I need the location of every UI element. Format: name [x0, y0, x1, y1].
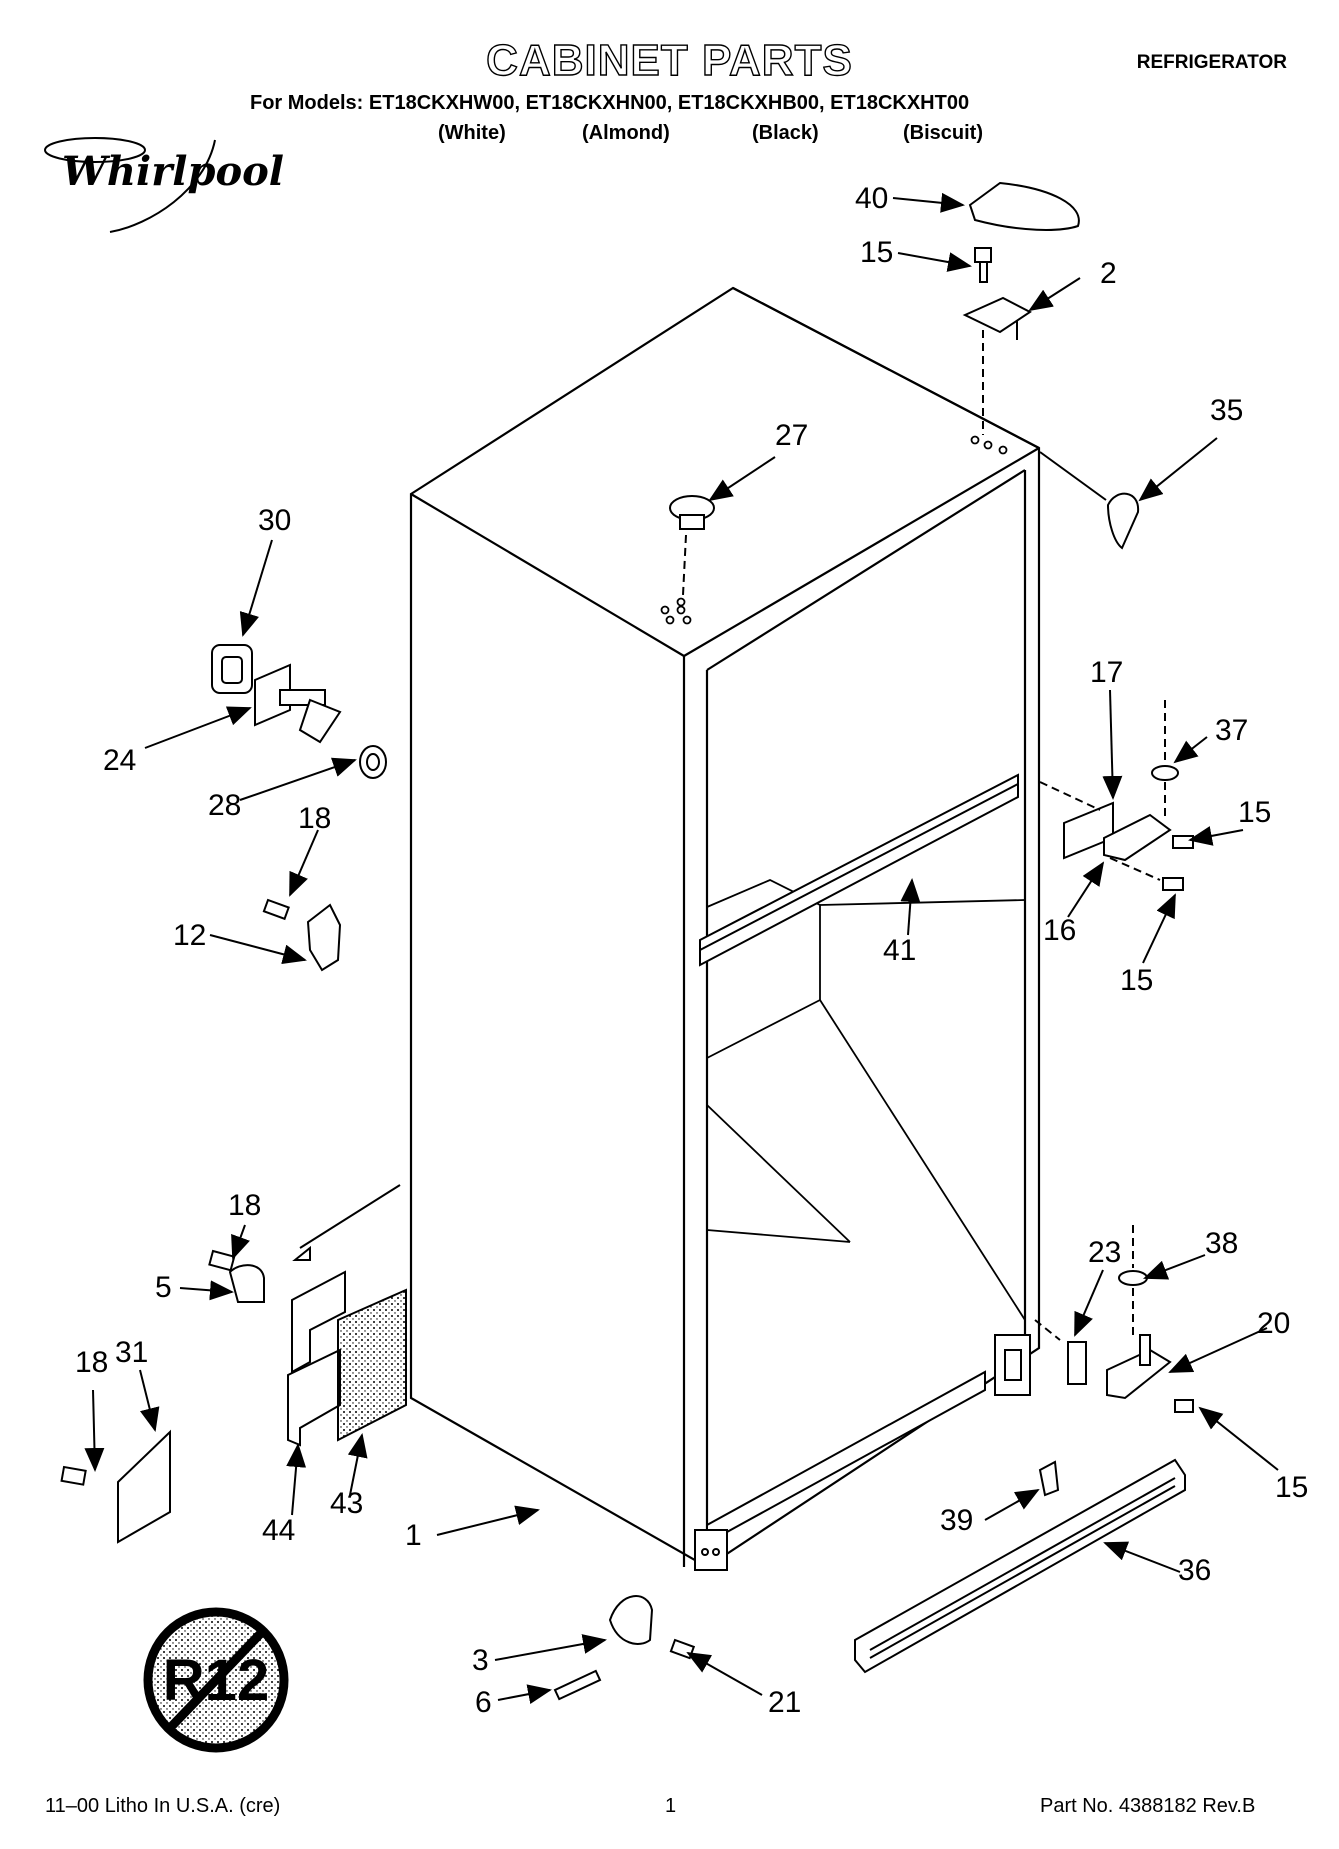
whirlpool-logo: Whirlpool — [62, 148, 284, 195]
page-number: 1 — [665, 1795, 677, 1817]
callout-37: 37 — [1215, 714, 1248, 747]
color-label-biscuit: (Biscuit) — [903, 122, 983, 144]
callout-24: 24 — [103, 744, 136, 777]
callout-27: 27 — [775, 419, 808, 452]
cabinet-bracket-part — [287, 1270, 346, 1447]
callout-numbers: 40 15 2 35 27 30 24 28 18 12 17 37 15 16… — [75, 182, 1308, 1719]
leveling-bolt-part — [254, 663, 342, 744]
callout-35: 35 — [1210, 394, 1243, 427]
r12-symbol-label: R12 — [163, 1648, 269, 1713]
spacer-part — [359, 745, 387, 779]
page-title: CABINET PARTS — [485, 35, 853, 85]
litho-info: 11–00 Litho In U.S.A. (cre) — [45, 1795, 281, 1817]
callout-2: 2 — [1100, 257, 1117, 290]
hinge-screw — [974, 247, 992, 283]
model-list: For Models: ET18CKXHW00, ET18CKXHN00, ET… — [250, 92, 970, 114]
callout-15-mid-right: 15 — [1238, 796, 1271, 829]
grille-clip-part — [1038, 1460, 1060, 1497]
callout-43: 43 — [330, 1487, 363, 1520]
grommet-part — [211, 644, 253, 694]
lower-hinge-parts — [1034, 1225, 1194, 1413]
door-stop-parts — [553, 1595, 696, 1701]
callout-16: 16 — [1043, 914, 1076, 947]
center-hinge-parts — [1039, 700, 1194, 891]
callout-20: 20 — [1257, 1307, 1290, 1340]
callout-18-upper: 18 — [298, 802, 331, 835]
top-hinge-part — [962, 296, 1032, 435]
callout-23: 23 — [1088, 1236, 1121, 1269]
callout-17: 17 — [1090, 656, 1123, 689]
callout-40: 40 — [855, 182, 888, 215]
callout-15-top: 15 — [860, 236, 893, 269]
hinge-cover-part — [968, 181, 1080, 231]
cabinet-top-holes — [660, 435, 1008, 625]
callout-15-mid-lower: 15 — [1120, 964, 1153, 997]
callout-36: 36 — [1178, 1554, 1211, 1587]
callout-leaders — [84, 192, 1279, 1704]
callout-1: 1 — [405, 1519, 422, 1552]
color-label-almond: (Almond) — [582, 122, 670, 144]
callout-5: 5 — [155, 1271, 172, 1304]
toe-grille-part — [854, 1458, 1186, 1674]
cabinet-plug-part — [669, 495, 715, 596]
color-label-black: (Black) — [752, 122, 819, 144]
insulation-pad-part — [337, 1288, 407, 1442]
callout-30: 30 — [258, 504, 291, 537]
no-r12-refrigerant-icon — [143, 1607, 289, 1753]
logo-swoosh-icon — [44, 137, 216, 233]
callout-12: 12 — [173, 919, 206, 952]
hinge-pin-cover-part — [1039, 451, 1140, 550]
callout-15-bottom-right: 15 — [1275, 1471, 1308, 1504]
callout-41: 41 — [883, 934, 916, 967]
callout-39: 39 — [940, 1504, 973, 1537]
callout-18-lower: 18 — [228, 1189, 261, 1222]
callout-38: 38 — [1205, 1227, 1238, 1260]
mounting-clip-part — [262, 898, 342, 972]
callout-44: 44 — [262, 1514, 295, 1547]
callout-18-left: 18 — [75, 1346, 108, 1379]
lower-left-clamp-parts — [208, 1184, 401, 1303]
lower-right-hinge-bracket — [994, 1334, 1031, 1396]
document-type-label: REFRIGERATOR — [1136, 52, 1287, 73]
callout-6: 6 — [475, 1686, 492, 1719]
color-label-white: (White) — [438, 122, 506, 144]
part-number: Part No. 4388182 Rev.B — [1040, 1795, 1256, 1817]
cabinet-interior — [706, 879, 1026, 1321]
access-cover-part — [60, 1429, 171, 1544]
lower-left-corner-bracket — [694, 1529, 728, 1571]
center-rail — [699, 773, 1019, 967]
callout-28: 28 — [208, 789, 241, 822]
callout-21: 21 — [768, 1686, 801, 1719]
callout-31: 31 — [115, 1336, 148, 1369]
callout-3: 3 — [472, 1644, 489, 1677]
